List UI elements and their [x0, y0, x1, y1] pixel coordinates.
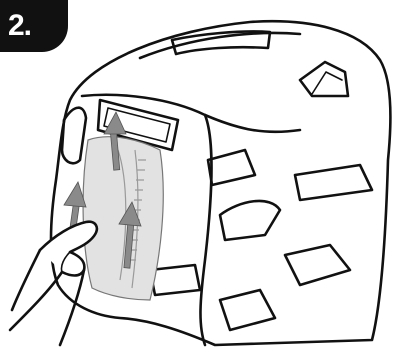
- helmet-illustration: [0, 0, 393, 360]
